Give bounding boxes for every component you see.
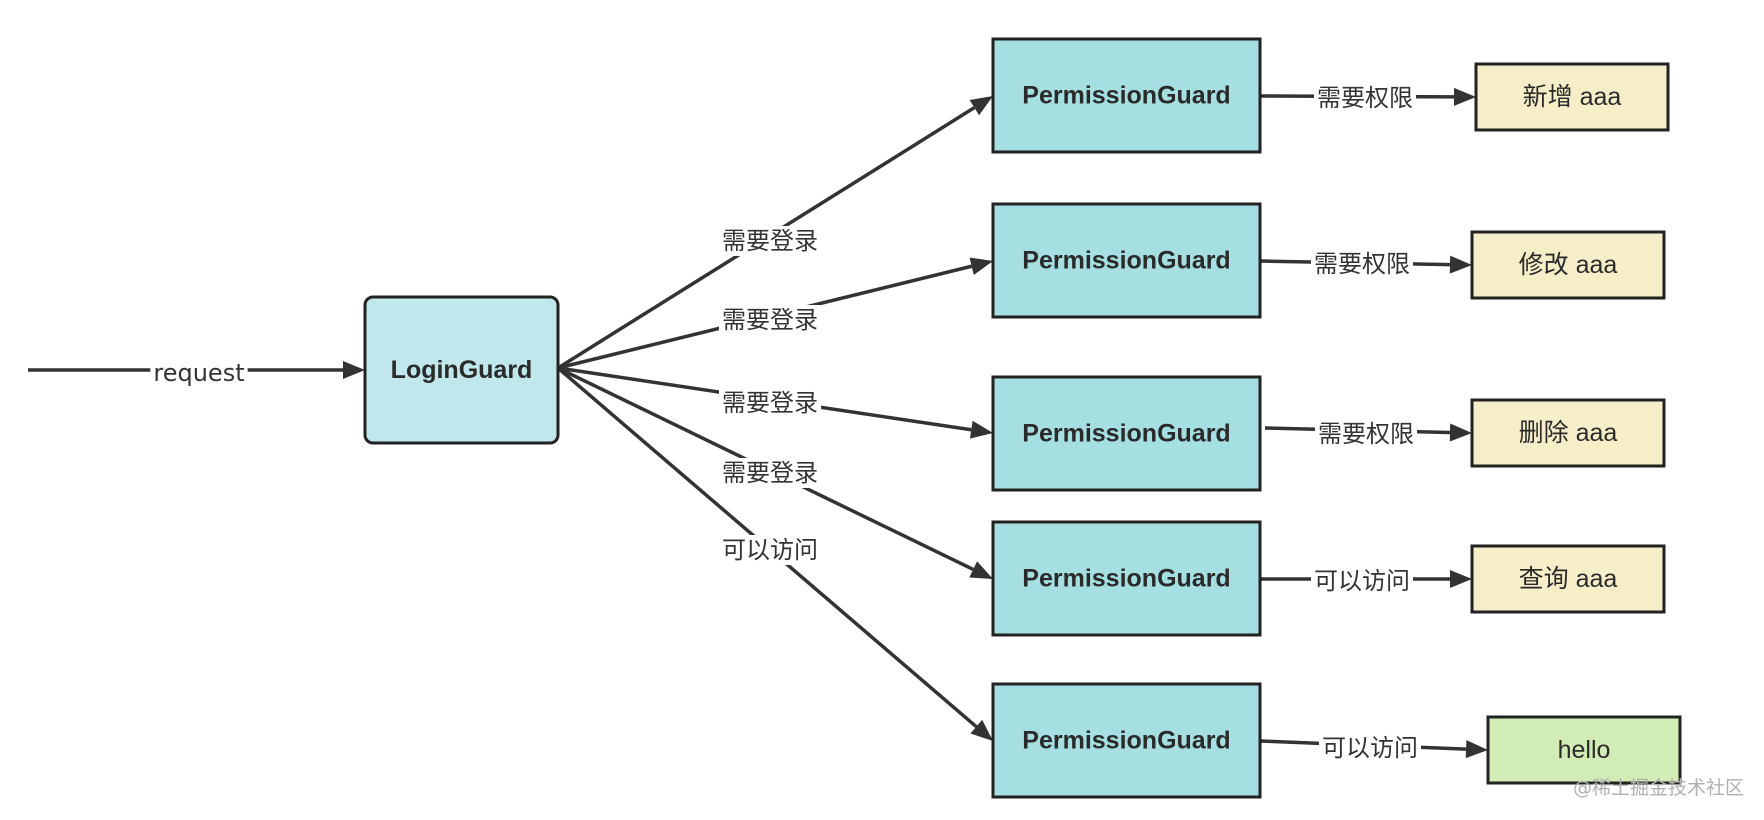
edge-e8-label-group: 需要权限: [1315, 419, 1417, 449]
node-edit: 修改 aaa: [1470, 230, 1666, 300]
edge-e1-label: 需要登录: [722, 227, 818, 255]
node-pg1-label: PermissionGuard: [1022, 82, 1230, 110]
edge-e1-label-group: 需要登录: [719, 226, 821, 256]
edge-e4-label: 需要登录: [722, 459, 818, 487]
edge-e2-label: 需要登录: [722, 306, 818, 334]
edge-e1-arrowhead: [969, 96, 993, 116]
edge-e4-arrowhead: [969, 561, 993, 579]
node-delete-box: [1470, 398, 1666, 468]
node-login-guard: LoginGuard: [363, 295, 560, 445]
edge-e3-label-bg: [719, 388, 821, 418]
node-query-box: [1470, 544, 1666, 614]
node-pg5: PermissionGuard: [991, 682, 1262, 799]
edge-e6-label: 需要权限: [1317, 84, 1413, 112]
node-add-label: 新增 aaa: [1523, 83, 1622, 111]
node-login-guard-label: LoginGuard: [391, 356, 533, 384]
node-pg3: PermissionGuard: [991, 375, 1262, 492]
node-query: 查询 aaa: [1470, 544, 1666, 614]
edge-e9-arrowhead: [1450, 570, 1472, 588]
node-hello-label: hello: [1558, 736, 1611, 764]
edge-e-request-label: request: [153, 359, 244, 387]
edge-e10-label-bg: [1319, 733, 1421, 763]
edge-e4-label-bg: [719, 458, 821, 488]
edge-e8-label: 需要权限: [1318, 420, 1414, 448]
node-pg2-box: [991, 202, 1262, 319]
edge-e1-label-bg: [719, 226, 821, 256]
edge-e8-arrowhead: [1449, 423, 1472, 442]
edge-e7-arrowhead: [1449, 255, 1472, 274]
edge-e10-label: 可以访问: [1322, 734, 1418, 762]
node-delete: 删除 aaa: [1470, 398, 1666, 468]
node-edit-label: 修改 aaa: [1519, 251, 1618, 279]
edge-e7-label: 需要权限: [1314, 250, 1410, 278]
edge-e3-label-group: 需要登录: [719, 388, 821, 418]
node-pg5-label: PermissionGuard: [1022, 727, 1230, 755]
node-delete-label: 删除 aaa: [1519, 419, 1618, 447]
edge-e2-label-group: 需要登录: [719, 305, 821, 335]
edge-labels-layer: request需要登录需要登录需要登录需要登录可以访问需要权限需要权限需要权限可…: [150, 83, 1421, 763]
node-add-box: [1474, 62, 1670, 132]
edge-e3-arrowhead: [969, 420, 993, 439]
watermark-text: @稀土掘金技术社区: [1573, 777, 1744, 799]
node-pg4-box: [991, 520, 1262, 637]
edge-e6-arrowhead: [1454, 87, 1476, 106]
node-edit-box: [1470, 230, 1666, 300]
node-pg1: PermissionGuard: [991, 37, 1262, 154]
node-pg4: PermissionGuard: [991, 520, 1262, 637]
node-pg2-label: PermissionGuard: [1022, 247, 1230, 275]
node-add: 新增 aaa: [1474, 62, 1670, 132]
edge-e10-label-group: 可以访问: [1319, 733, 1421, 763]
edge-e-request-arrowhead: [343, 361, 365, 379]
edge-e9-label: 可以访问: [1314, 567, 1410, 595]
node-pg2: PermissionGuard: [991, 202, 1262, 319]
edge-e9-label-group: 可以访问: [1311, 566, 1413, 596]
edge-e6-label-bg: [1314, 83, 1416, 113]
node-pg5-box: [991, 682, 1262, 799]
edge-e5-arrowhead: [970, 719, 993, 741]
nodes-layer: LoginGuardPermissionGuardPermissionGuard…: [363, 37, 1682, 799]
edge-e5-label: 可以访问: [722, 536, 818, 564]
node-pg1-box: [991, 37, 1262, 154]
node-login-guard-box: [363, 295, 560, 445]
edge-e6-label-group: 需要权限: [1314, 83, 1416, 113]
edge-e2-label-bg: [719, 305, 821, 335]
edge-e2-arrowhead: [969, 257, 993, 275]
edge-e9-label-bg: [1311, 566, 1413, 596]
edge-e10-arrowhead: [1465, 740, 1488, 759]
node-query-label: 查询 aaa: [1519, 565, 1618, 593]
edge-e8-label-bg: [1315, 419, 1417, 449]
edge-e-request-label-group: request: [150, 358, 248, 388]
edge-e4-label-group: 需要登录: [719, 458, 821, 488]
edge-e-request-label-bg: [150, 358, 248, 388]
node-hello: hello: [1486, 715, 1682, 785]
node-pg4-label: PermissionGuard: [1022, 565, 1230, 593]
node-pg3-box: [991, 375, 1262, 492]
edge-e7-label-bg: [1311, 249, 1413, 279]
node-hello-box: [1486, 715, 1682, 785]
edge-e5-label-bg: [719, 535, 821, 565]
edge-e3-label: 需要登录: [722, 389, 818, 417]
edge-e7-label-group: 需要权限: [1311, 249, 1413, 279]
node-pg3-label: PermissionGuard: [1022, 420, 1230, 448]
edge-e5-label-group: 可以访问: [719, 535, 821, 565]
edges-layer: [28, 87, 1488, 759]
